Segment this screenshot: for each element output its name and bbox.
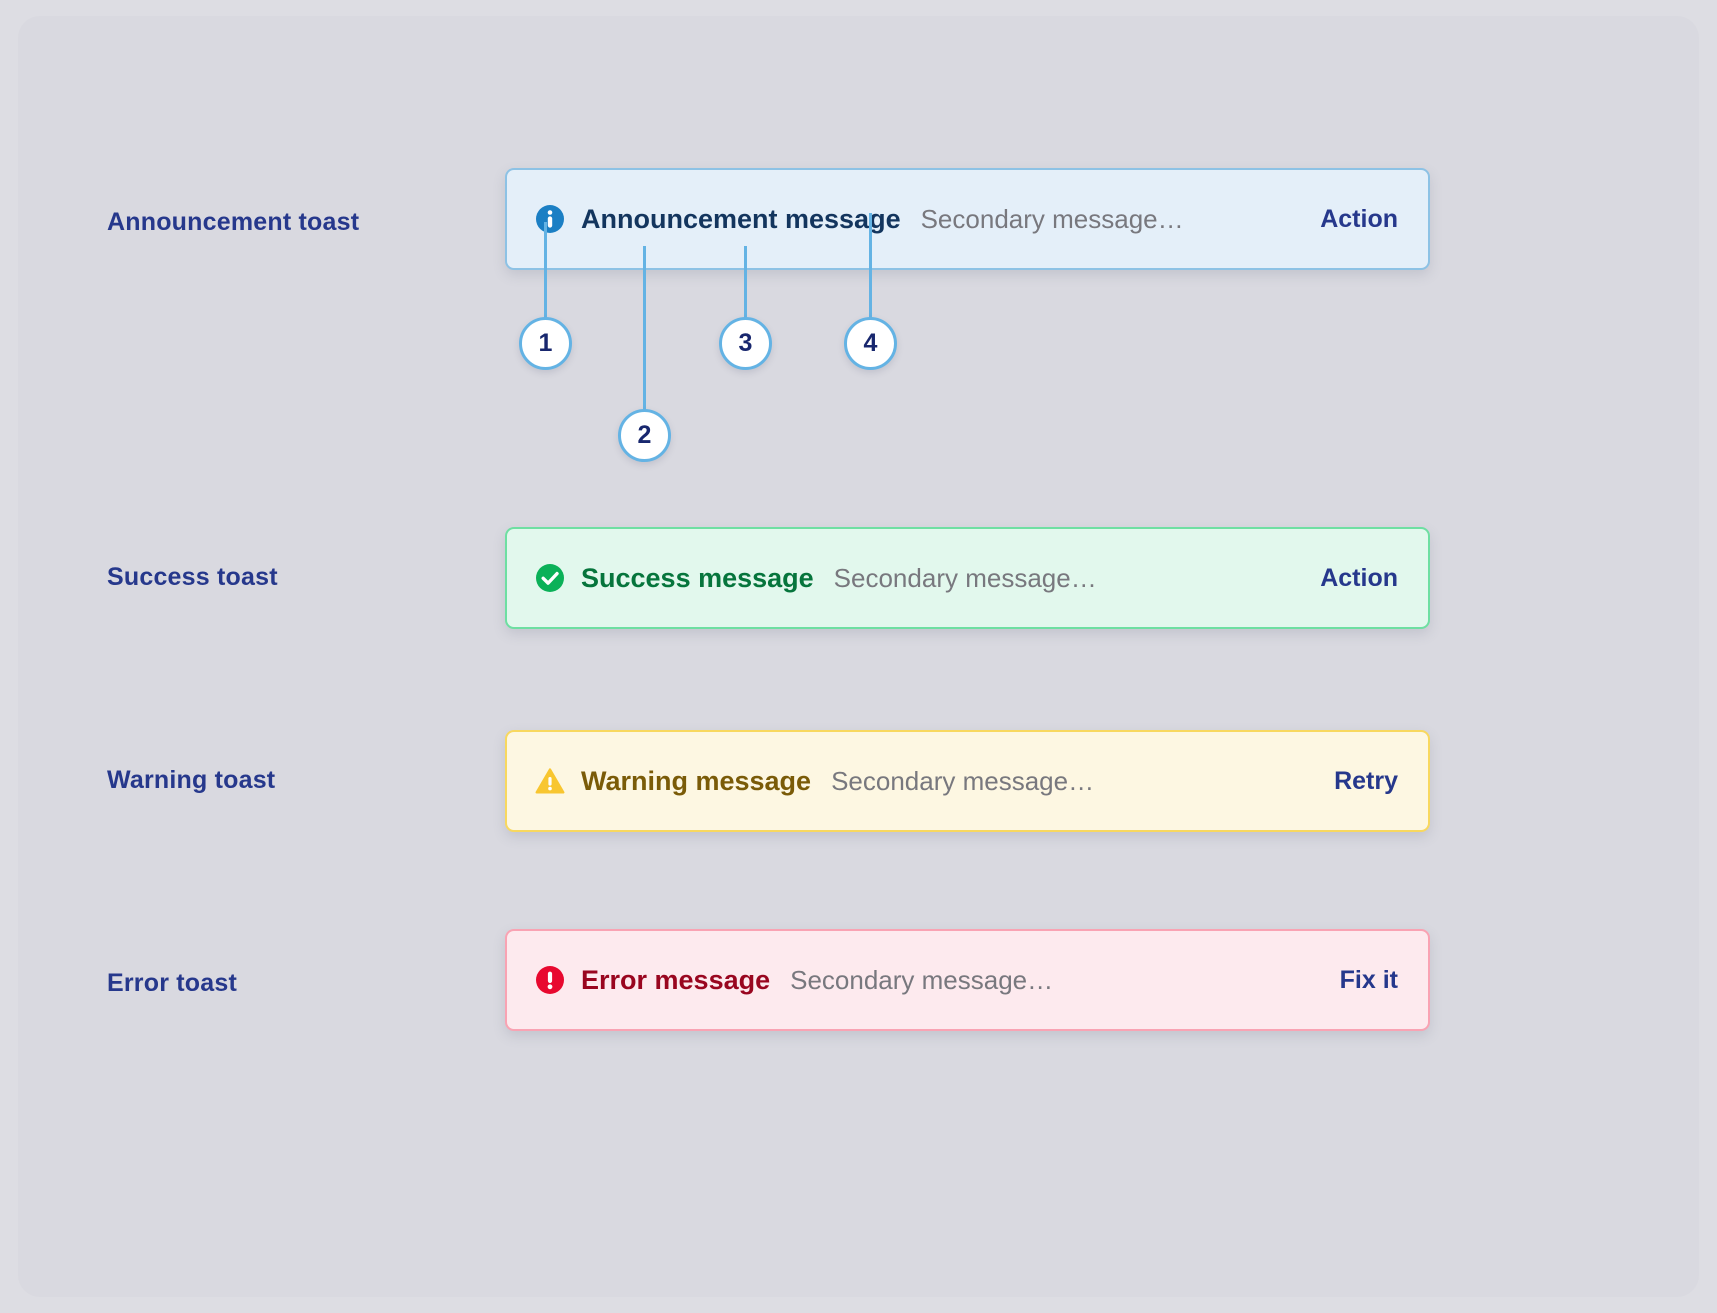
error-toast[interactable]: Error message Secondary message… Fix it bbox=[505, 929, 1430, 1031]
error-secondary-text: Secondary message… bbox=[790, 964, 1054, 995]
row-label-announcement: Announcement toast bbox=[107, 208, 360, 236]
success-action-button[interactable]: Action bbox=[1320, 563, 1398, 592]
warning-action-button[interactable]: Retry bbox=[1334, 766, 1398, 795]
warning-triangle-icon bbox=[535, 766, 565, 796]
success-primary-text: Success message bbox=[581, 562, 814, 593]
row-label-warning: Warning toast bbox=[107, 766, 276, 794]
callout-marker-4[interactable]: 4 bbox=[844, 317, 897, 370]
warning-primary-text: Warning message bbox=[581, 765, 812, 796]
announcement-primary-text: Announcement message bbox=[581, 203, 901, 234]
info-circle-icon bbox=[535, 204, 565, 234]
row-label-error: Error toast bbox=[107, 969, 238, 997]
row-label-success: Success toast bbox=[107, 563, 278, 591]
announcement-action-button[interactable]: Action bbox=[1320, 204, 1398, 233]
announcement-secondary-text: Secondary message… bbox=[920, 203, 1184, 234]
error-action-button[interactable]: Fix it bbox=[1339, 965, 1398, 994]
error-circle-icon bbox=[535, 965, 565, 995]
success-toast[interactable]: Success message Secondary message… Actio… bbox=[505, 527, 1430, 629]
announcement-toast[interactable]: Announcement message Secondary message… … bbox=[505, 168, 1430, 270]
callout-marker-1[interactable]: 1 bbox=[519, 317, 572, 370]
callout-marker-2[interactable]: 2 bbox=[618, 409, 671, 462]
success-secondary-text: Secondary message… bbox=[833, 562, 1097, 593]
error-primary-text: Error message bbox=[581, 964, 771, 995]
warning-toast[interactable]: Warning message Secondary message… Retry bbox=[505, 730, 1430, 832]
warning-secondary-text: Secondary message… bbox=[831, 765, 1095, 796]
check-circle-icon bbox=[535, 563, 565, 593]
callout-marker-3[interactable]: 3 bbox=[719, 317, 772, 370]
